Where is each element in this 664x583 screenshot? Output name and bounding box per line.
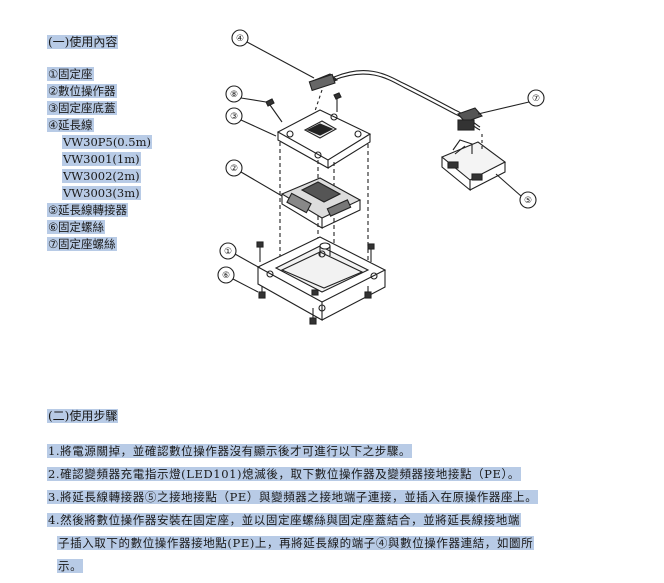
callout-5: ⑤ xyxy=(495,173,537,209)
part-item: ⑤延長線轉接器 xyxy=(47,202,152,219)
svg-text:④: ④ xyxy=(236,34,244,44)
part-label: VW3001(1m) xyxy=(62,152,141,166)
step-line: 子插入取下的數位操作器接地點(PE)上，再將延長線的端子④與數位操作器連結，如圖… xyxy=(47,532,637,555)
svg-text:⑤: ⑤ xyxy=(524,196,532,206)
part-subitem: VW3002(2m) xyxy=(47,168,152,185)
section2-title: (二)使用步驟 xyxy=(47,409,119,424)
step-line: 3.將延長線轉接器⑤之接地接點（PE）與變頻器之接地端子連接，並插入在原操作器座… xyxy=(47,486,637,509)
part-label: 固定座 xyxy=(58,67,93,81)
part-marker: ⑥ xyxy=(48,220,59,234)
part-item: ④延長線 xyxy=(47,117,152,134)
part-item: ⑦固定座螺絲 xyxy=(47,236,152,253)
part-subitem: VW3001(1m) xyxy=(47,151,152,168)
callout-7: ⑦ xyxy=(477,89,545,115)
part-label: 固定座底蓋 xyxy=(58,101,116,115)
fixing-screws xyxy=(256,241,375,325)
part-item: ②數位操作器 xyxy=(47,83,152,100)
section1-title: (一)使用內容 xyxy=(47,35,119,50)
step-text: 1.將電源關掉，並確認數位操作器沒有顯示後才可進行以下之步驟。 xyxy=(47,444,413,458)
callout-6: ⑥ xyxy=(217,266,259,293)
part-marker: ③ xyxy=(48,101,59,115)
digital-operator xyxy=(280,177,362,229)
cover-screws xyxy=(265,92,342,123)
step-text: 2.確認變頻器充電指示燈(LED101)熄滅後，取下數位操作器及變頻器接地接點（… xyxy=(47,467,521,481)
part-subitem: VW30P5(0.5m) xyxy=(47,134,152,151)
callout-8: ⑧ xyxy=(225,85,267,103)
part-label: 固定座螺絲 xyxy=(58,237,116,251)
section2-title-text: (二)使用步驟 xyxy=(47,409,119,423)
step-line: 1.將電源關掉，並確認數位操作器沒有顯示後才可進行以下之步驟。 xyxy=(47,440,637,463)
step-line: 2.確認變頻器充電指示燈(LED101)熄滅後，取下數位操作器及變頻器接地接點（… xyxy=(47,463,637,486)
section1-title-text: (一)使用內容 xyxy=(47,35,119,49)
part-item: ③固定座底蓋 xyxy=(47,100,152,117)
steps-list: 1.將電源關掉，並確認數位操作器沒有顯示後才可進行以下之步驟。 2.確認變頻器充… xyxy=(47,440,637,578)
part-marker: ④ xyxy=(48,118,59,132)
parts-list: ①固定座 ②數位操作器 ③固定座底蓋 ④延長線 VW30P5(0.5m) VW3… xyxy=(47,66,152,253)
part-marker: ⑦ xyxy=(48,237,59,251)
step-text: 3.將延長線轉接器⑤之接地接點（PE）與變頻器之接地端子連接，並插入在原操作器座… xyxy=(47,490,539,504)
part-label: VW30P5(0.5m) xyxy=(62,135,152,149)
part-marker: ① xyxy=(48,67,59,81)
adapter-base xyxy=(440,134,507,192)
part-label: 數位操作器 xyxy=(58,84,116,98)
callout-4: ④ xyxy=(231,29,315,79)
part-label: VW3002(2m) xyxy=(62,169,141,183)
svg-text:⑥: ⑥ xyxy=(222,271,230,281)
assembly-diagram: ④ ⑧ ③ ② ⑦ ⑤ ① ⑥ xyxy=(217,29,545,325)
base-cover xyxy=(276,109,372,169)
step-line: 示。 xyxy=(47,555,637,578)
step-text: 子插入取下的數位操作器接地點(PE)上，再將延長線的端子④與數位操作器連結，如圖… xyxy=(57,536,535,550)
adapter-connector xyxy=(457,107,483,131)
step-line: 4.然後將數位操作器安裝在固定座，並以固定座螺絲與固定座蓋結合，並將延長線接地端 xyxy=(47,509,637,532)
svg-text:⑧: ⑧ xyxy=(230,90,238,100)
mounting-base xyxy=(256,236,387,321)
part-label: 延長線轉接器 xyxy=(58,203,127,217)
part-item: ⑥固定螺絲 xyxy=(47,219,152,236)
svg-text:⑦: ⑦ xyxy=(532,94,540,104)
part-label: 延長線 xyxy=(58,118,93,132)
svg-text:③: ③ xyxy=(230,112,238,122)
svg-text:①: ① xyxy=(224,247,232,257)
part-item: ①固定座 xyxy=(47,66,152,83)
part-marker: ⑤ xyxy=(48,203,59,217)
callout-3: ③ xyxy=(225,107,277,137)
part-marker: ② xyxy=(48,84,59,98)
part-subitem: VW3003(3m) xyxy=(47,185,152,202)
step-text: 示。 xyxy=(57,559,84,573)
svg-text:②: ② xyxy=(230,164,238,174)
step-text: 4.然後將數位操作器安裝在固定座，並以固定座螺絲與固定座蓋結合，並將延長線接地端 xyxy=(47,513,521,527)
part-label: 固定螺絲 xyxy=(58,220,104,234)
callout-1: ① xyxy=(219,242,261,269)
part-label: VW3003(3m) xyxy=(62,186,141,200)
callout-2: ② xyxy=(225,159,283,197)
